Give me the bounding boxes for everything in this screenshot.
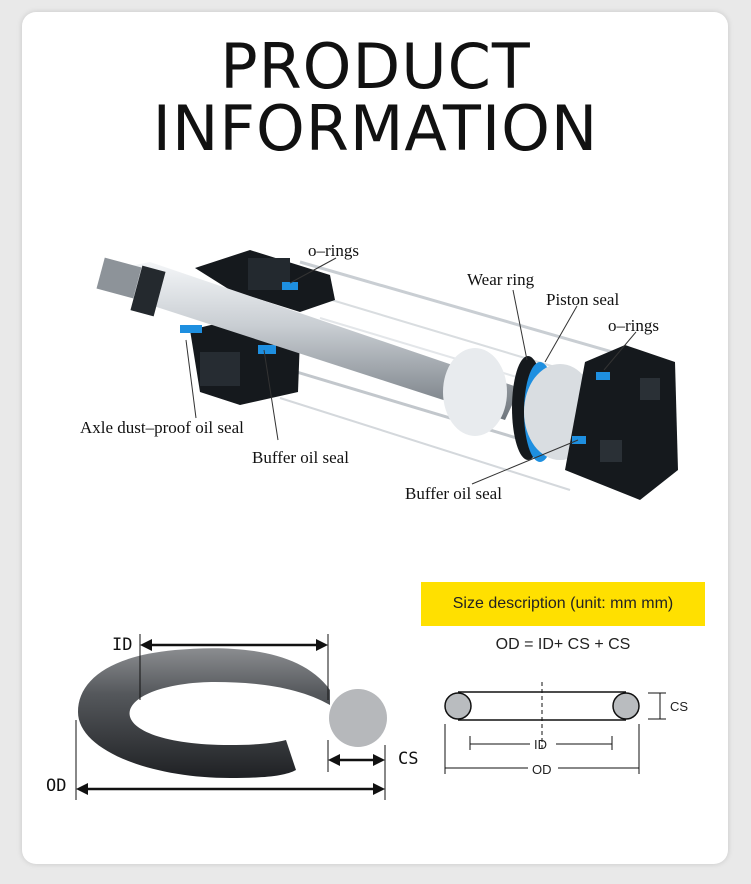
o-ring-body bbox=[78, 648, 330, 778]
label-wear-ring: Wear ring bbox=[467, 270, 535, 289]
label-o-rings-top: o–rings bbox=[308, 241, 359, 260]
buffer-seal-right bbox=[572, 436, 586, 444]
label-piston-seal: Piston seal bbox=[546, 290, 619, 309]
size-description-text: Size description (unit: mm mm) bbox=[452, 595, 674, 612]
label-o-rings-right: o–rings bbox=[608, 316, 659, 335]
o-ring-right-seal bbox=[596, 372, 610, 380]
rear-head-block bbox=[565, 345, 678, 500]
page-title-line2: INFORMATION bbox=[152, 92, 599, 165]
leader-lines bbox=[185, 257, 637, 485]
dim-label-id: ID bbox=[112, 635, 132, 655]
axle-dust-seal bbox=[180, 325, 202, 333]
o-ring-dimension-lines bbox=[75, 634, 386, 800]
od-formula: OD = ID+ CS + CS bbox=[495, 636, 631, 653]
label-buffer-oil-seal-left: Buffer oil seal bbox=[252, 448, 349, 467]
o-ring-illustration bbox=[78, 648, 387, 778]
section-label-id: ID bbox=[534, 737, 547, 752]
buffer-seal-left bbox=[258, 345, 276, 354]
dim-label-cs: CS bbox=[398, 749, 418, 769]
section-label-cs: CS bbox=[670, 699, 688, 714]
cylinder-cutaway-illustration: o–rings Wear ring Piston seal o–rings Ax… bbox=[80, 241, 678, 503]
label-buffer-oil-seal-right: Buffer oil seal bbox=[405, 484, 502, 503]
o-ring-cross-section bbox=[329, 689, 387, 747]
dim-label-od: OD bbox=[46, 776, 66, 796]
size-description-banner bbox=[421, 582, 705, 626]
section-label-od: OD bbox=[532, 762, 552, 777]
cross-section-diagram bbox=[444, 682, 666, 774]
piston-rod bbox=[96, 257, 520, 420]
label-axle-dust-proof: Axle dust–proof oil seal bbox=[80, 418, 244, 437]
o-ring-top-seal bbox=[282, 282, 298, 290]
page-title-line1: PRODUCT bbox=[220, 30, 531, 103]
